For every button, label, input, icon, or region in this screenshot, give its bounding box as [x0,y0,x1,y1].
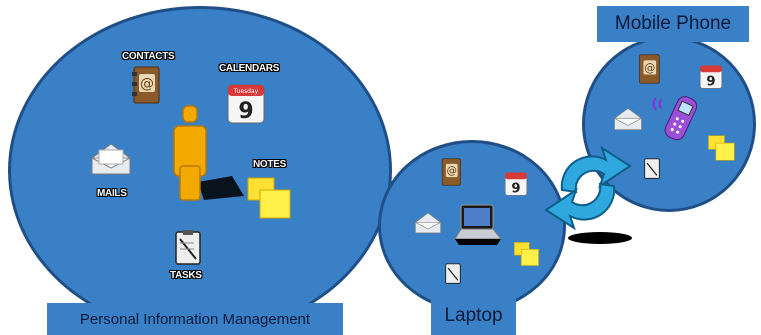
calendar-icon: 9 [699,65,723,89]
tasks-icon [174,229,202,265]
person-icon [168,104,248,204]
calendar-icon: Tuesday 9 [227,84,265,124]
pim-label: Personal Information Management [79,310,311,328]
notes-icon [512,240,542,268]
mail-icon [613,106,643,132]
svg-text:9: 9 [238,99,253,124]
laptop-label-box: Laptop [431,297,516,335]
tasks-icon [643,157,661,179]
mobile-label-box: Mobile Phone [597,6,749,42]
notes-icon [706,133,738,163]
pim-label-box: Personal Information Management [47,303,343,335]
svg-text:@: @ [447,165,457,177]
mobile-phone-icon [650,90,702,148]
mails-label: MAILS [97,188,127,199]
svg-text:9: 9 [511,181,520,196]
address-book-icon: @ [637,54,661,84]
laptop-icon [453,203,503,247]
sync-icon [540,130,636,244]
svg-text:Tuesday: Tuesday [233,88,259,95]
contacts-label: CONTACTS [122,51,175,62]
laptop-label: Laptop [444,305,503,326]
calendar-icon: 9 [504,172,528,196]
notes-icon [244,174,296,222]
address-book-icon: @ [440,158,462,186]
address-book-icon: @ [131,66,161,104]
mail-icon [414,211,442,235]
calendars-label: CALENDARS [219,63,280,74]
mail-icon [90,142,132,176]
svg-text:@: @ [644,61,655,74]
svg-text:9: 9 [706,74,715,89]
mobile-label: Mobile Phone [614,13,732,34]
tasks-label: TASKS [170,270,202,281]
tasks-icon [444,262,462,284]
svg-text:@: @ [140,76,154,92]
notes-label: NOTES [253,159,286,170]
